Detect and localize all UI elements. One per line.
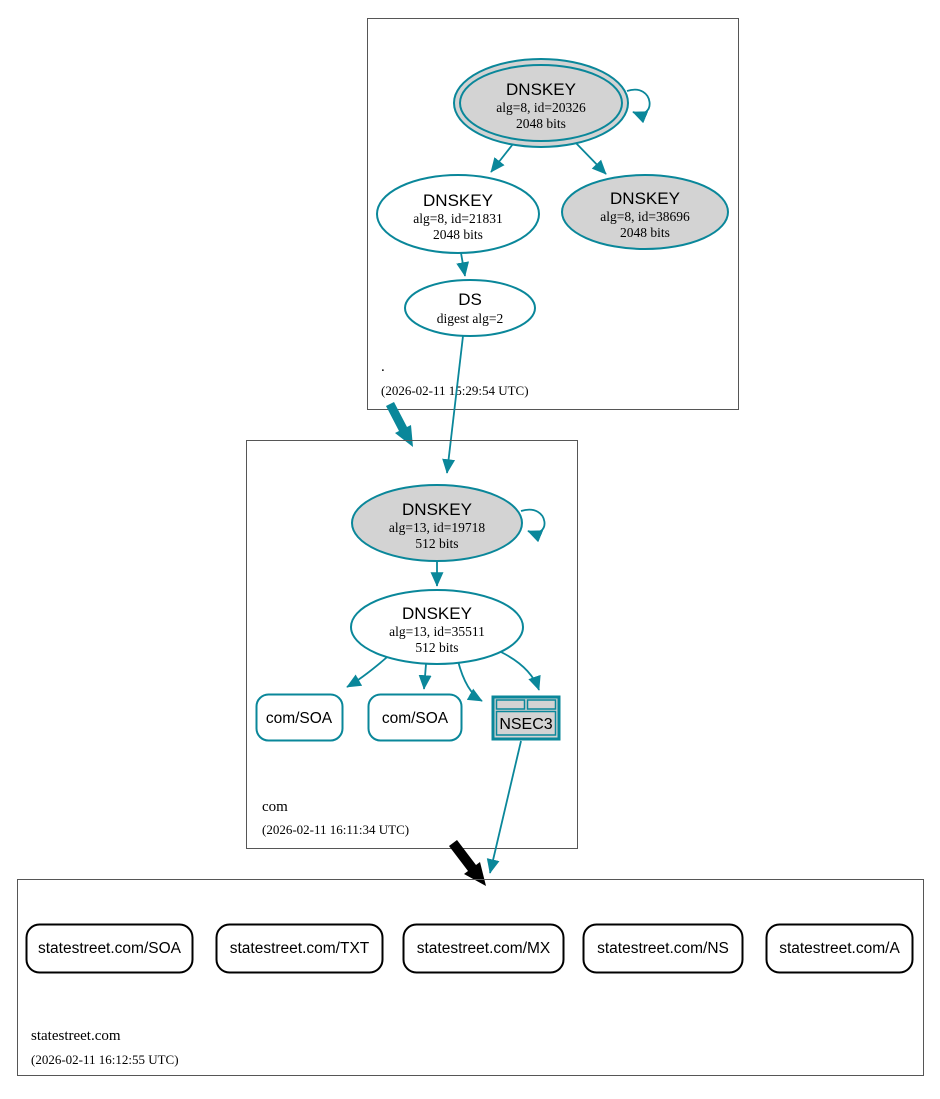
rrset-statestreet-txt[interactable]: statestreet.com/TXT — [215, 923, 384, 974]
dnskey-21831-detail1: alg=8, id=21831 — [413, 211, 502, 226]
rrset-statestreet-txt-box — [215, 923, 384, 974]
ds-detail1: digest alg=2 — [437, 311, 503, 326]
ds-node[interactable]: DS digest alg=2 — [404, 279, 536, 337]
dnskey-38696-ellipse — [561, 174, 729, 250]
rrset-com-soa-2-box — [367, 693, 463, 742]
delegation-arrow-com-to-statestreet — [449, 840, 486, 886]
zone-statestreet-timestamp: (2026-02-11 16:12:55 UTC) — [31, 1052, 179, 1067]
zone-statestreet-label: statestreet.com — [31, 1028, 121, 1044]
edge-20326-to-38696 — [573, 140, 607, 175]
rrset-statestreet-ns-box — [582, 923, 744, 974]
edge-35511-to-soa2 — [418, 663, 432, 690]
rrset-statestreet-ns-label: statestreet.com/NS — [597, 940, 729, 957]
dnskey-38696-detail1: alg=8, id=38696 — [600, 209, 690, 224]
edge-21831-to-ds — [456, 252, 470, 277]
edge-nsec3-to-statestreet — [486, 740, 522, 874]
dnskey-node-19718[interactable]: DNSKEY alg=13, id=19718 512 bits — [351, 484, 523, 562]
rrset-statestreet-soa[interactable]: statestreet.com/SOA — [25, 923, 194, 974]
zone-com-timestamp: (2026-02-11 16:11:34 UTC) — [262, 822, 409, 837]
nsec3-node[interactable]: NSEC3 — [491, 695, 561, 741]
zone-root-box — [367, 18, 739, 410]
dnskey-35511-ellipse — [350, 589, 524, 665]
ds-title: DS — [458, 290, 482, 309]
dnskey-19718-title: DNSKEY — [402, 500, 472, 519]
dnskey-20326-title: DNSKEY — [506, 80, 576, 99]
zone-com-label: com — [262, 799, 288, 815]
zone-com: com (2026-02-11 16:11:34 UTC) — [246, 440, 578, 849]
dnskey-node-35511[interactable]: DNSKEY alg=13, id=35511 512 bits — [350, 589, 524, 665]
self-sign-loop-20326 — [626, 88, 651, 124]
dnskey-38696-title: DNSKEY — [610, 189, 680, 208]
edge-35511-to-nsec3-right — [500, 651, 541, 691]
zone-root-timestamp: (2026-02-11 15:29:54 UTC) — [381, 383, 529, 398]
rrset-com-soa-2[interactable]: com/SOA — [367, 693, 463, 742]
dnskey-21831-title: DNSKEY — [423, 191, 493, 210]
rrset-statestreet-mx-box — [402, 923, 565, 974]
rrset-com-soa-1-label: com/SOA — [266, 710, 333, 727]
rrset-com-soa-2-label: com/SOA — [382, 710, 449, 727]
dnskey-node-21831[interactable]: DNSKEY alg=8, id=21831 2048 bits — [376, 174, 540, 254]
rrset-com-soa-1[interactable]: com/SOA — [255, 693, 344, 742]
dnskey-19718-detail1: alg=13, id=19718 — [389, 520, 485, 535]
dnskey-19718-detail2: 512 bits — [415, 536, 458, 551]
dnskey-19718-ellipse — [351, 484, 523, 562]
edge-ds-to-com-dnskey — [442, 335, 464, 474]
nsec3-record-cell-right — [526, 699, 557, 710]
zone-root-label: . — [381, 359, 385, 375]
zone-root: . (2026-02-11 15:29:54 UTC) — [367, 18, 739, 410]
dnskey-node-38696[interactable]: DNSKEY alg=8, id=38696 2048 bits — [561, 174, 729, 250]
self-sign-loop-19718 — [520, 508, 546, 543]
dnskey-20326-detail1: alg=8, id=20326 — [496, 100, 586, 115]
rrset-statestreet-mx-label: statestreet.com/MX — [417, 940, 551, 957]
rrset-com-soa-1-box — [255, 693, 344, 742]
dnskey-35511-title: DNSKEY — [402, 604, 472, 623]
ds-ellipse — [404, 279, 536, 337]
dnskey-20326-detail2: 2048 bits — [516, 116, 566, 131]
nsec3-label-cell — [495, 710, 557, 736]
dnskey-20326-outer-ellipse — [453, 58, 629, 148]
nsec3-record-cell-left — [495, 699, 526, 710]
zone-statestreet: statestreet.com (2026-02-11 16:12:55 UTC… — [17, 879, 924, 1076]
rrset-statestreet-a-label: statestreet.com/A — [779, 940, 900, 957]
dnskey-21831-detail2: 2048 bits — [433, 227, 483, 242]
dnskey-20326-inner-ellipse — [459, 64, 623, 142]
rrset-statestreet-ns[interactable]: statestreet.com/NS — [582, 923, 744, 974]
rrset-statestreet-soa-label: statestreet.com/SOA — [38, 940, 182, 957]
rrset-statestreet-mx[interactable]: statestreet.com/MX — [402, 923, 565, 974]
dnskey-node-20326[interactable]: DNSKEY alg=8, id=20326 2048 bits — [453, 58, 629, 148]
dnskey-35511-detail2: 512 bits — [415, 640, 458, 655]
dnskey-21831-ellipse — [376, 174, 540, 254]
edge-20326-to-21831 — [490, 143, 514, 173]
dnskey-38696-detail2: 2048 bits — [620, 225, 670, 240]
zone-statestreet-box — [17, 879, 924, 1076]
rrset-statestreet-a-box — [765, 923, 914, 974]
dnskey-35511-detail1: alg=13, id=35511 — [389, 624, 485, 639]
edge-35511-to-nsec3-left — [457, 660, 483, 702]
zone-com-box — [246, 440, 578, 849]
delegation-arrow-root-to-com — [386, 402, 413, 447]
rrset-statestreet-a[interactable]: statestreet.com/A — [765, 923, 914, 974]
nsec3-label: NSEC3 — [499, 716, 552, 733]
rrset-statestreet-txt-label: statestreet.com/TXT — [230, 940, 370, 957]
rrset-statestreet-soa-box — [25, 923, 194, 974]
